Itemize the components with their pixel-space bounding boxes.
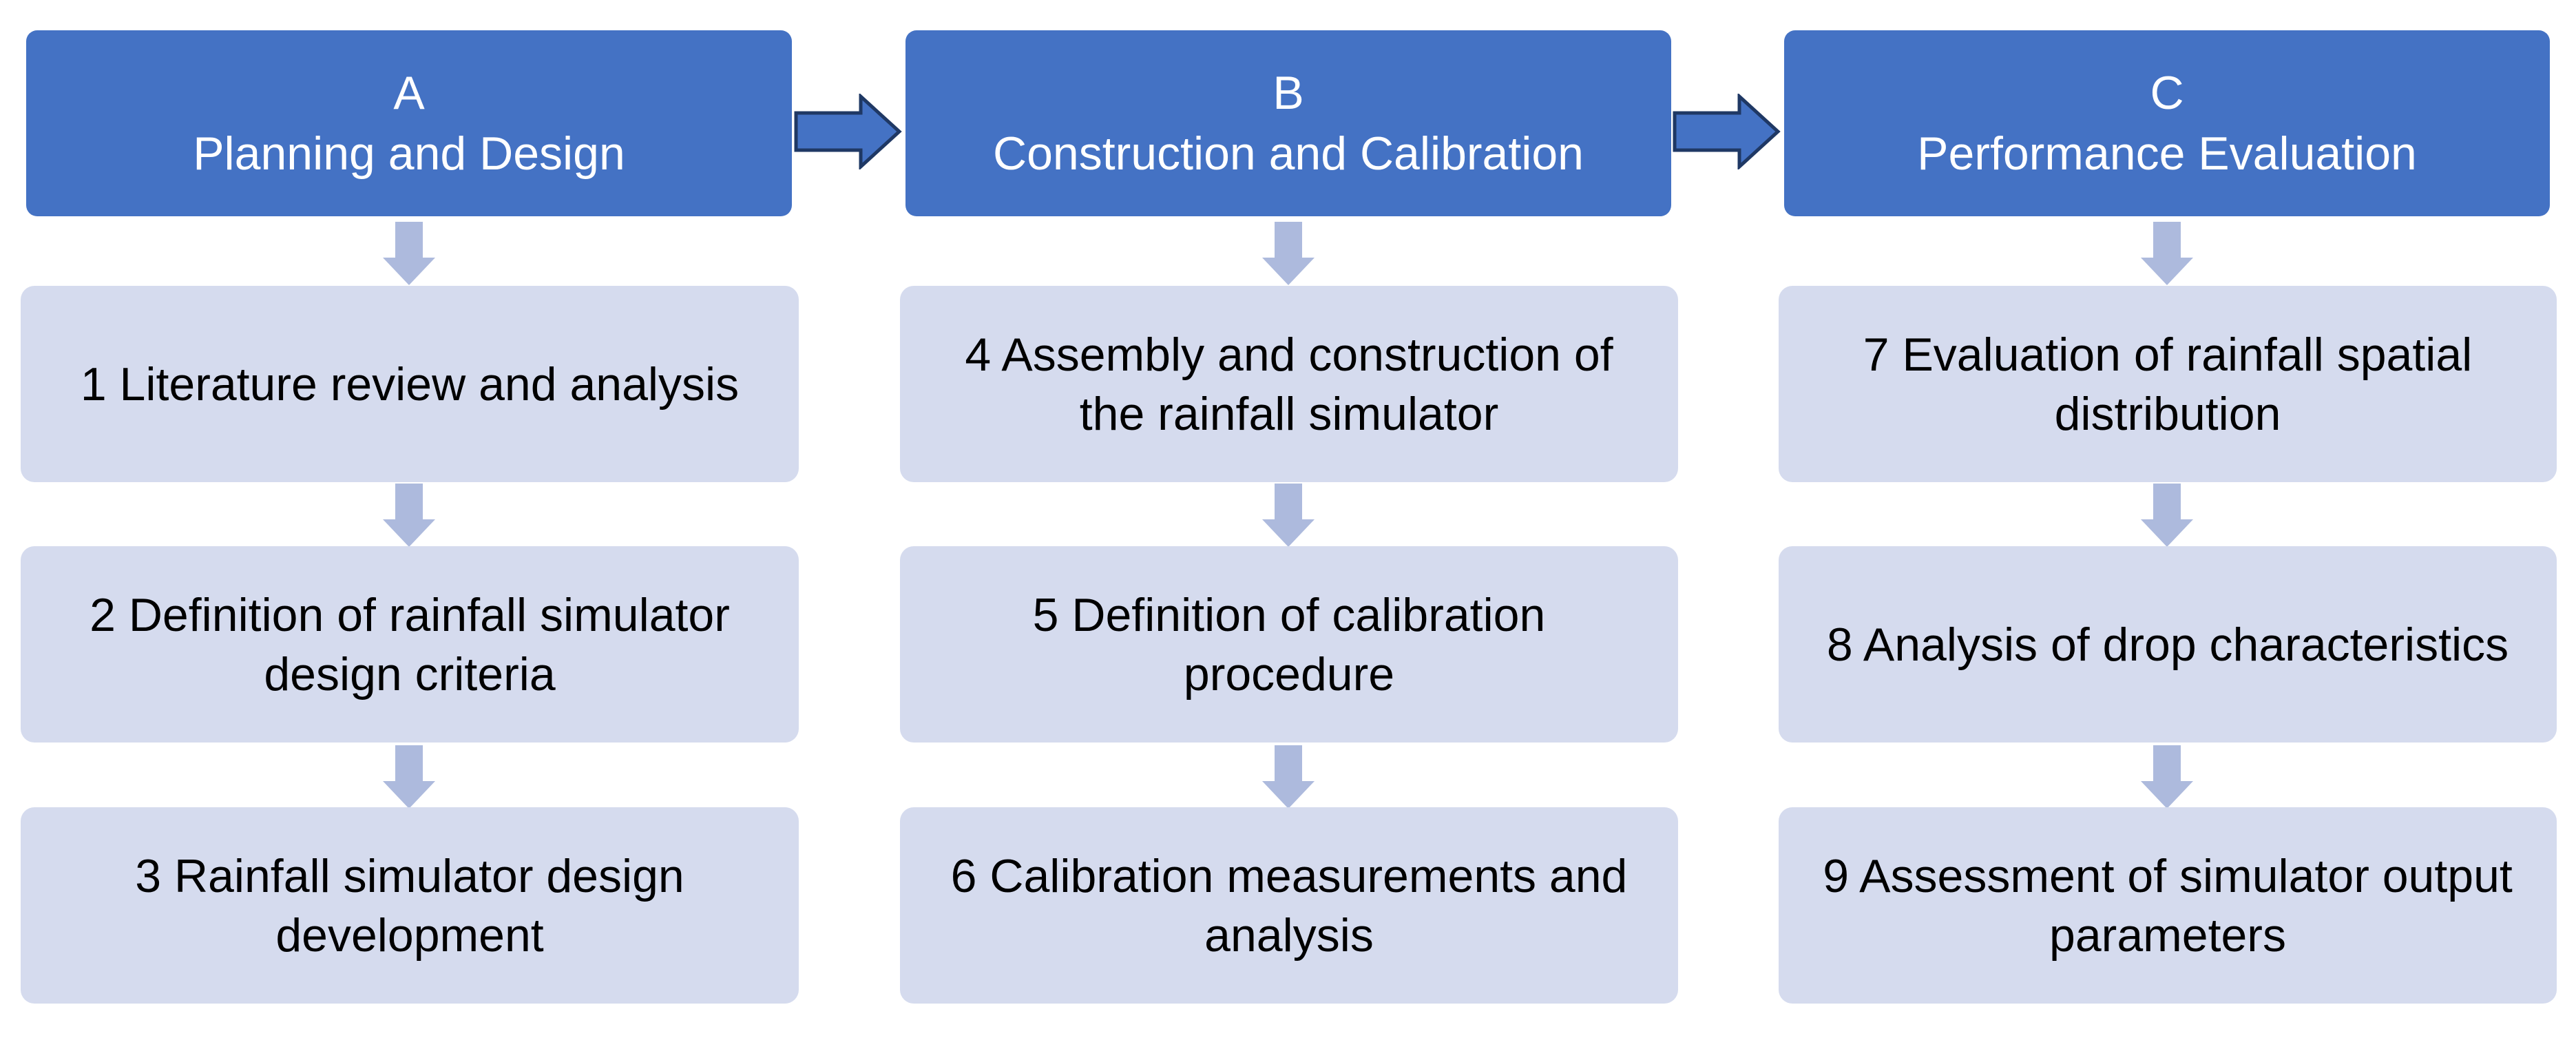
step-box-5: 5 Definition of calibration procedure <box>900 546 1678 743</box>
phase-column-a: A Planning and Design 1 Literature revie… <box>0 0 799 1038</box>
down-arrow-icon <box>2141 745 2193 809</box>
right-arrow-icon <box>1673 94 1781 169</box>
down-arrow-icon <box>383 745 435 809</box>
step-box-1: 1 Literature review and analysis <box>21 286 799 482</box>
phase-letter: C <box>2150 67 2184 119</box>
phase-header-c: C Performance Evaluation <box>1784 30 2550 216</box>
step-box-8: 8 Analysis of drop characteristics <box>1779 546 2557 743</box>
down-arrow-icon <box>2141 484 2193 547</box>
step-box-7: 7 Evaluation of rainfall spatial distrib… <box>1779 286 2557 482</box>
phase-header-a: A Planning and Design <box>26 30 792 216</box>
step-box-4: 4 Assembly and construction of the rainf… <box>900 286 1678 482</box>
step-box-2: 2 Definition of rainfall simulator desig… <box>21 546 799 743</box>
down-arrow-icon <box>1262 222 1315 285</box>
phase-title: Performance Evaluation <box>1917 127 2417 180</box>
down-arrow-icon <box>383 222 435 285</box>
down-arrow-icon <box>1262 745 1315 809</box>
phase-header-b: B Construction and Calibration <box>905 30 1671 216</box>
step-box-9: 9 Assessment of simulator output paramet… <box>1779 807 2557 1004</box>
phase-letter: A <box>393 67 425 119</box>
phase-letter: B <box>1273 67 1304 119</box>
down-arrow-icon <box>2141 222 2193 285</box>
phase-title: Planning and Design <box>193 127 625 180</box>
right-arrow-icon <box>794 94 902 169</box>
down-arrow-icon <box>383 484 435 547</box>
phase-column-c: C Performance Evaluation 7 Evaluation of… <box>1758 0 2557 1038</box>
phase-title: Construction and Calibration <box>992 127 1584 180</box>
phase-column-b: B Construction and Calibration 4 Assembl… <box>879 0 1678 1038</box>
step-box-6: 6 Calibration measurements and analysis <box>900 807 1678 1004</box>
step-box-3: 3 Rainfall simulator design development <box>21 807 799 1004</box>
down-arrow-icon <box>1262 484 1315 547</box>
